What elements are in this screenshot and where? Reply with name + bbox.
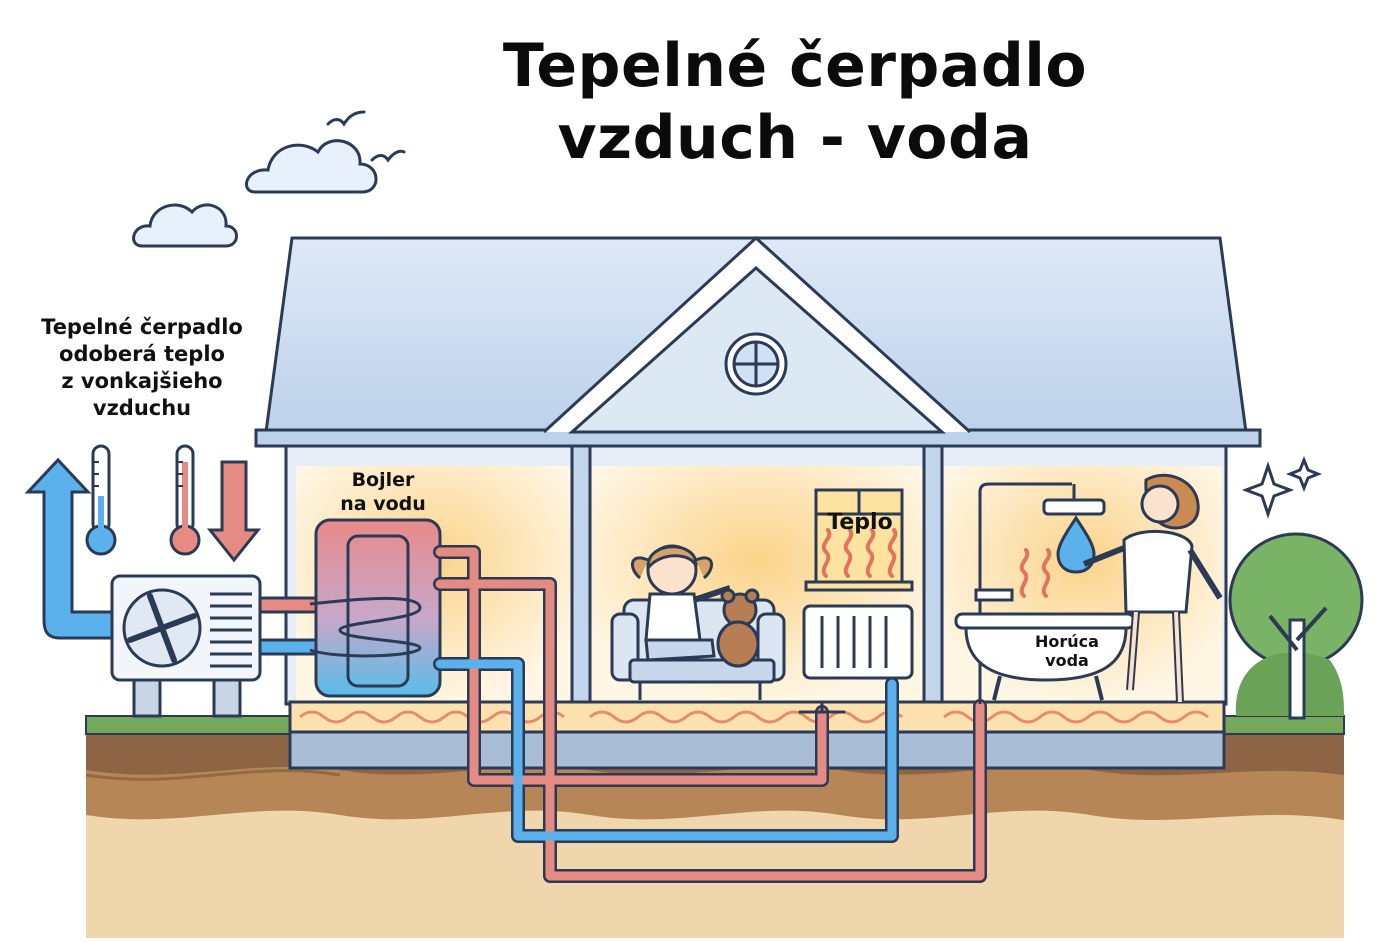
page-title: Tepelné čerpadlo vzduch - voda	[400, 30, 1190, 174]
hot-water-label-line-2: voda	[1045, 651, 1089, 670]
boiler-label-line-2: na vodu	[340, 493, 426, 515]
heat-source-note: Tepelné čerpadlo odoberá teplo z vonkajš…	[14, 314, 270, 422]
thermometer-icon	[85, 444, 117, 556]
tree-icon	[1228, 532, 1364, 720]
arrow-down-icon	[206, 460, 262, 563]
bird-icon	[326, 110, 406, 163]
hot-water-label-line-1: Horúca	[1035, 632, 1099, 651]
pipe-network	[433, 545, 987, 883]
teddy-bear-icon	[716, 588, 760, 668]
cloud-icon	[244, 139, 378, 194]
thermometer-icon	[169, 444, 201, 556]
hot-water-label: Horúca voda	[1012, 632, 1122, 670]
note-line-1: Tepelné čerpadlo	[41, 315, 243, 339]
boiler-label-line-1: Bojler	[351, 469, 415, 491]
heat-waves	[1019, 548, 1052, 598]
radiator	[802, 604, 914, 680]
outdoor-unit	[110, 574, 262, 718]
boiler-label: Bojler na vodu	[318, 468, 448, 516]
title-line-1: Tepelné čerpadlo	[502, 31, 1088, 101]
boiler-tank	[309, 518, 468, 698]
sparkle-icon	[1241, 455, 1323, 519]
note-line-2: odoberá teplo	[59, 342, 225, 366]
title-line-2: vzduch - voda	[557, 103, 1033, 173]
cloud-icon	[132, 203, 238, 248]
roof	[254, 235, 1262, 448]
woman	[1082, 473, 1223, 703]
heat-waves	[821, 528, 898, 578]
note-line-4: vzduchu	[92, 396, 192, 420]
arrow-up-icon	[24, 457, 114, 640]
water-drop-icon	[1056, 515, 1096, 574]
shower-icon	[974, 482, 1106, 704]
heat-label: Teplo	[827, 510, 893, 535]
unit-pipes	[258, 596, 318, 656]
note-line-3: z vonkajšieho	[61, 369, 223, 393]
girl	[631, 544, 731, 662]
window	[804, 488, 914, 592]
